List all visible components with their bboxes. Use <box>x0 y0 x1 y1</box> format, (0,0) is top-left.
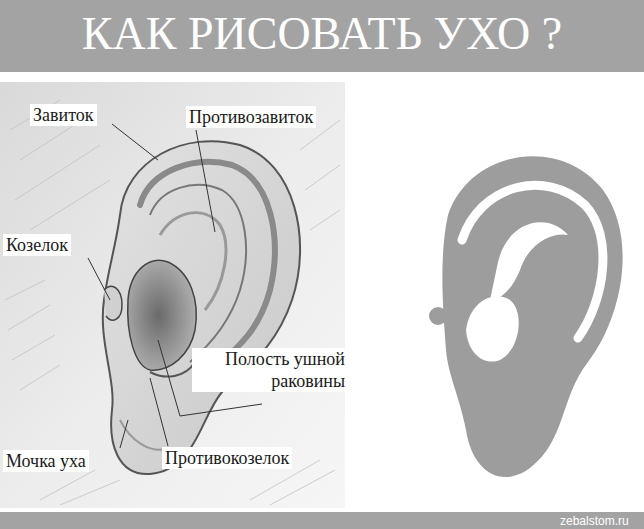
part-label: Козелок <box>3 234 71 256</box>
sketch-paper <box>0 82 345 508</box>
watermark: zebalstom.ru <box>560 514 629 528</box>
hatching <box>5 100 340 505</box>
footer-bar <box>0 512 644 529</box>
part-label: Полость ушной раковины <box>192 348 348 392</box>
part-label: Противозавиток <box>186 106 316 128</box>
part-label: Мочка уха <box>3 450 89 472</box>
part-label: Противокозелок <box>162 447 292 469</box>
ear-silhouette <box>429 156 623 477</box>
part-label: Завиток <box>30 104 97 126</box>
title-banner <box>0 0 644 72</box>
leader-lines <box>88 124 262 448</box>
ear-sketch <box>103 141 300 474</box>
title-text: КАК РИСОВАТЬ УХО ? <box>0 6 644 62</box>
